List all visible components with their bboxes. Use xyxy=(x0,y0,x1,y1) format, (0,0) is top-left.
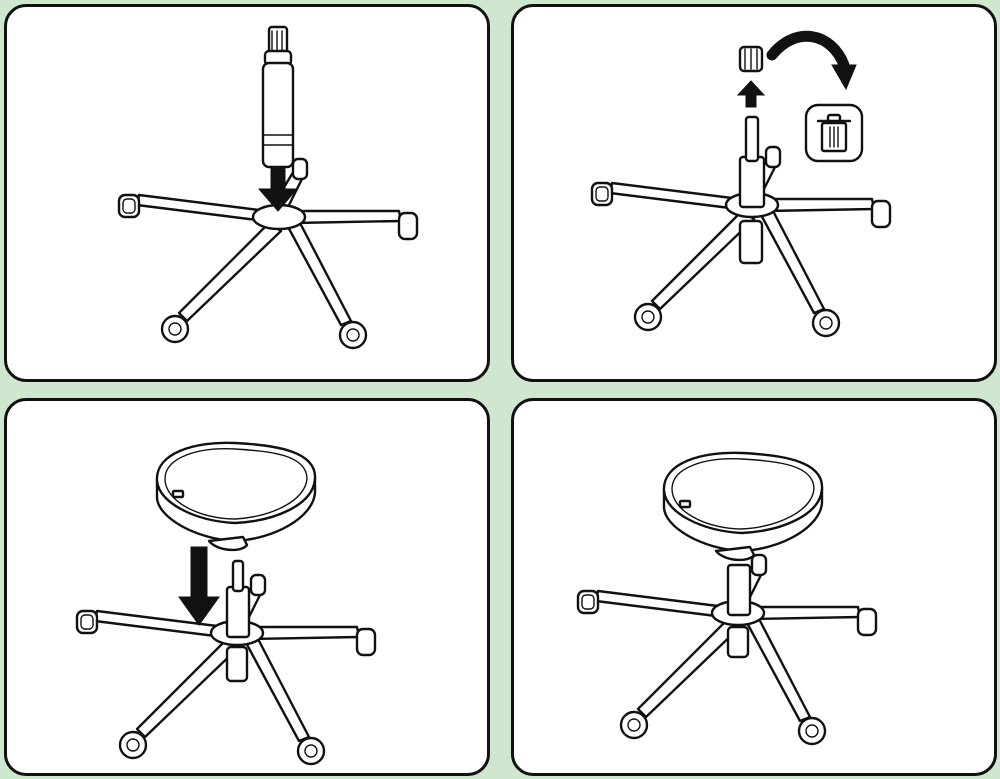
lift-cap-up-arrow-icon xyxy=(736,80,766,108)
step-1-illustration xyxy=(117,25,419,350)
gas-lift-stem-icon xyxy=(738,115,766,265)
step-4-panel xyxy=(511,398,997,776)
gas-lift-stem-icon xyxy=(225,559,251,683)
assembled-stool-icon xyxy=(576,451,878,746)
step-2-illustration xyxy=(590,30,892,338)
gas-lift-cylinder-icon xyxy=(261,25,295,169)
step-4-illustration xyxy=(576,451,878,746)
star-base-icon xyxy=(117,157,419,350)
step-3-panel xyxy=(4,398,490,776)
step-3-illustration xyxy=(75,441,377,766)
place-seat-down-arrow-icon xyxy=(178,546,220,626)
insert-down-arrow-icon xyxy=(257,166,299,212)
saddle-seat-icon xyxy=(155,441,317,552)
step-2-panel xyxy=(511,4,997,382)
trash-bin-icon xyxy=(804,103,864,163)
curved-discard-arrow-icon xyxy=(766,30,857,91)
protective-cap-icon xyxy=(738,45,764,73)
step-1-panel xyxy=(4,4,490,382)
